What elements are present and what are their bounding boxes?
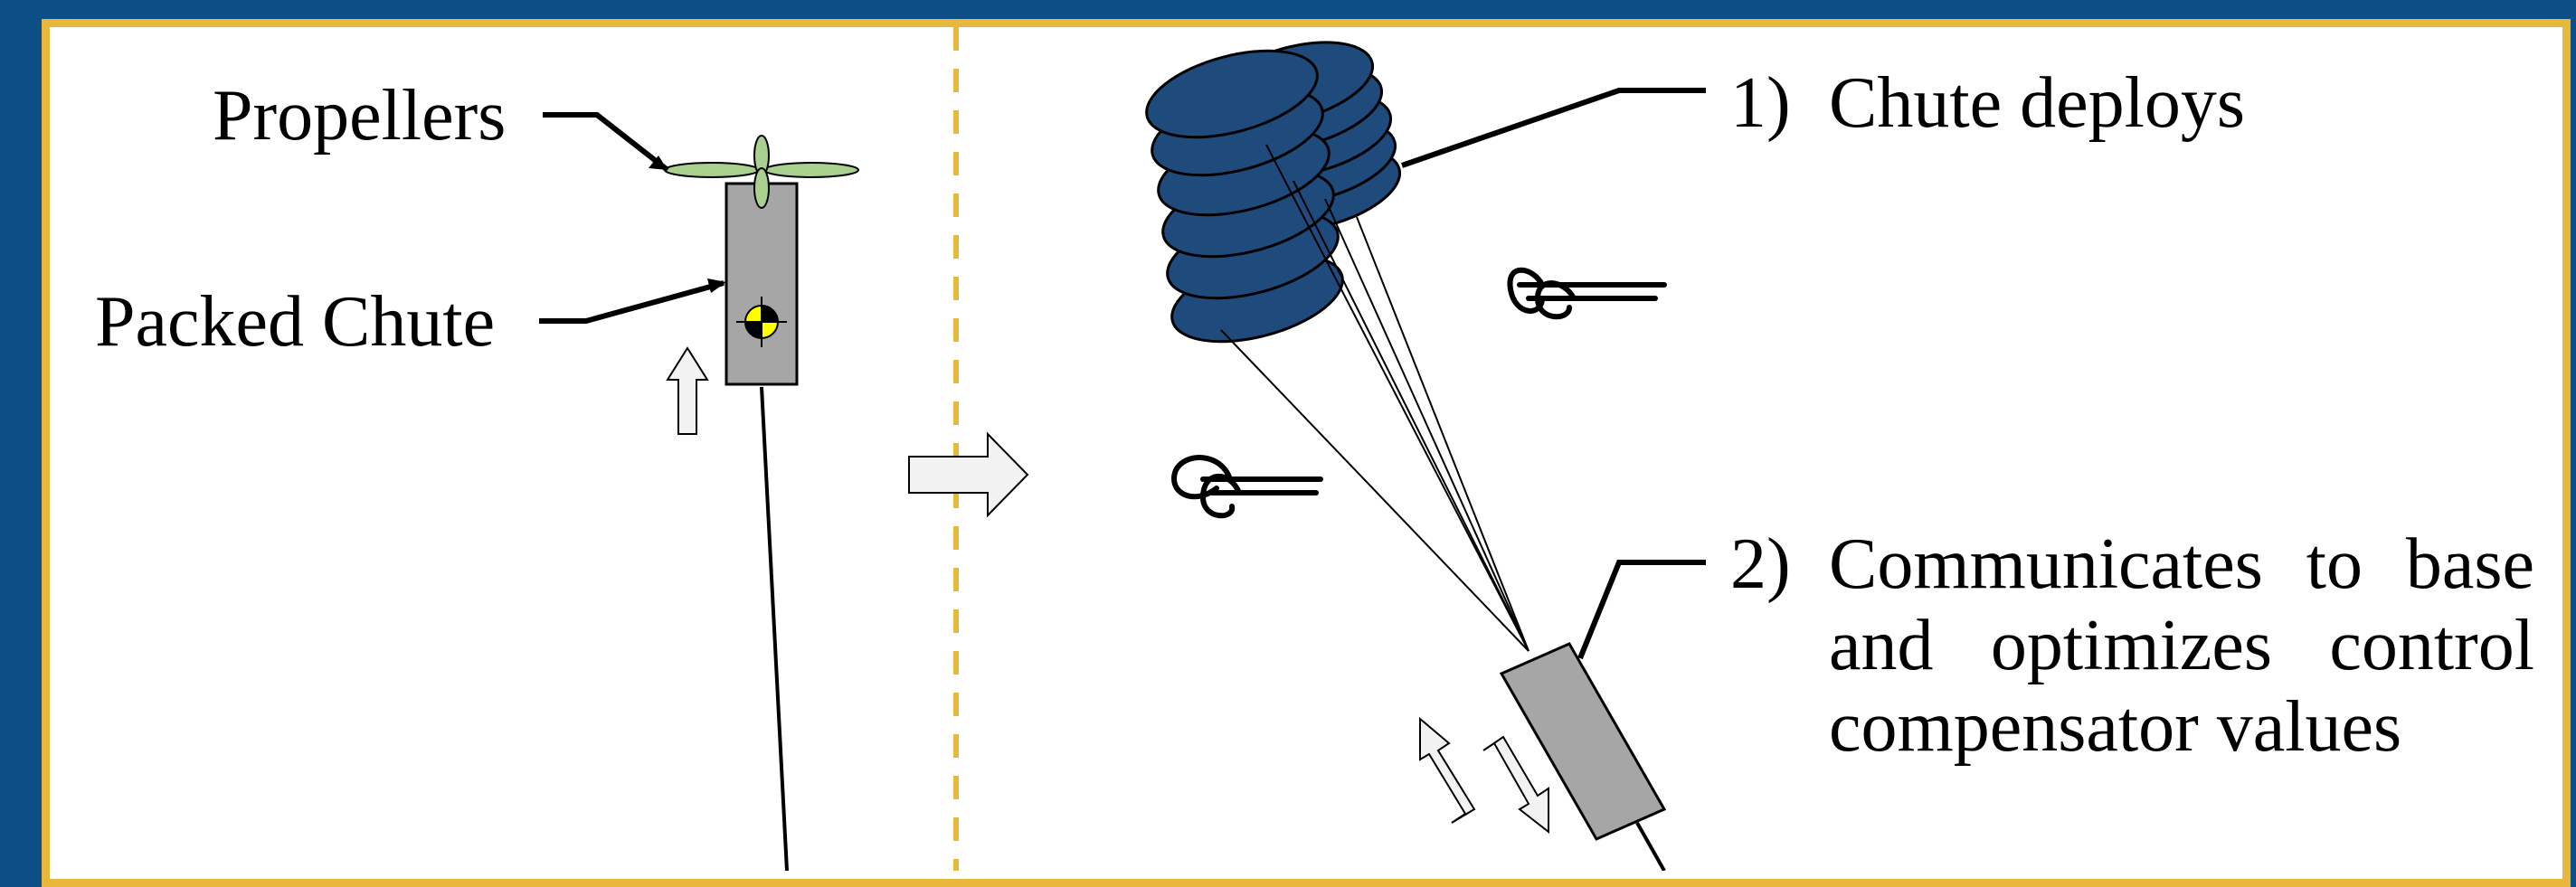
propellers-leader-arrowhead	[649, 156, 668, 170]
right-arrow-icon	[908, 431, 1029, 518]
tether-line-right	[1635, 822, 1666, 871]
propellers-label: Propellers	[213, 76, 507, 156]
drone-body-right	[1499, 642, 1667, 841]
center-of-gravity-icon	[736, 297, 787, 347]
wind-gust-icon-2	[1171, 455, 1323, 519]
step2-leader	[1577, 560, 1706, 660]
bidirectional-arrow-icon-down	[1482, 735, 1549, 835]
step2-line3: compensator values	[1829, 687, 2402, 767]
step2-line2: and optimizes control	[1829, 606, 2534, 685]
step1-leader	[1401, 88, 1706, 168]
propeller-icon	[664, 135, 859, 209]
parachute-canopy	[1145, 41, 1402, 344]
packed-chute-leader	[539, 280, 724, 324]
bidirectional-arrow-icon	[1419, 716, 1476, 824]
step2-number: 2)	[1730, 524, 1791, 604]
drone-body-left	[724, 182, 799, 386]
step1-text: Chute deploys	[1829, 67, 2245, 139]
step1-line1: Chute deploys	[1829, 63, 2245, 143]
packed-chute-label: Packed Chute	[95, 282, 496, 362]
up-arrow-icon	[666, 346, 709, 435]
suspension-lines	[1220, 144, 1530, 652]
step2-text: Communicates to base and optimizes contr…	[1829, 528, 2534, 763]
step1-number: 1)	[1730, 63, 1791, 143]
tether-line-left	[760, 386, 789, 871]
propellers-leader	[543, 112, 669, 173]
wind-gust-icon	[1507, 267, 1667, 320]
step2-line1: Communicates to base	[1829, 524, 2534, 604]
packed-chute-leader-arrowhead	[707, 278, 726, 293]
